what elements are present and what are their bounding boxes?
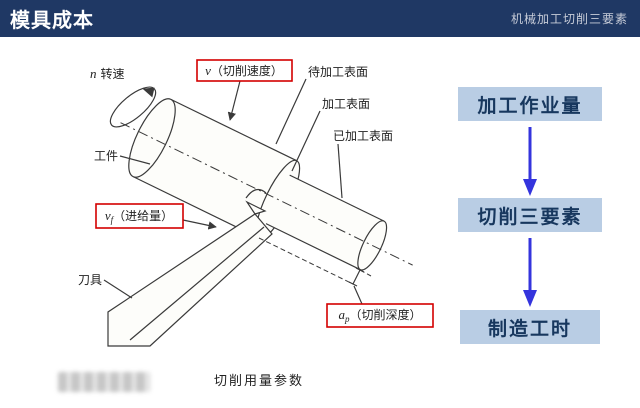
watermark	[58, 372, 150, 392]
workpiece-leader	[119, 155, 151, 165]
transient-surface-leader	[291, 110, 321, 172]
workpiece-cylinder	[120, 98, 413, 271]
tool-label: 刀具	[78, 273, 102, 287]
tool-tip	[245, 200, 267, 215]
arrow-down-icon	[523, 290, 537, 307]
cutting-tool	[107, 188, 273, 347]
pending-surface-leader	[275, 78, 307, 145]
header-subtitle: 机械加工切削三要素	[510, 12, 628, 26]
cutting-speed-label: v（切削速度）	[205, 63, 283, 78]
page-title: 模具成本	[10, 10, 94, 32]
depth-highlight-box	[326, 303, 434, 328]
arrow-down-icon	[523, 179, 537, 196]
centerline	[120, 122, 413, 266]
surface-finished-label: 已加工表面	[333, 129, 393, 143]
depth-dimension	[258, 237, 372, 305]
flow-arrow-1	[523, 127, 537, 196]
surface-transient-label: 加工表面	[322, 97, 370, 111]
cutting-speed-highlight-box	[196, 59, 293, 82]
diagram-caption: 切削用量参数	[214, 373, 304, 388]
flow-box-man-hours: 制造工时	[460, 310, 600, 344]
tool-leader	[103, 279, 133, 299]
feed-highlight-box	[95, 203, 184, 229]
workpiece-label: 工件	[94, 149, 118, 163]
finished-surface-leader	[337, 143, 343, 199]
header-bar: 模具成本 机械加工切削三要素	[0, 0, 640, 37]
speed-leader	[227, 80, 241, 121]
feed-arrow	[182, 219, 217, 230]
chip-curl	[245, 188, 267, 199]
surface-pending-label: 待加工表面	[308, 65, 368, 79]
depth-label: ap（切削深度）	[338, 307, 421, 324]
rotation-arrow	[109, 86, 157, 128]
feed-label: vf（进给量）	[105, 208, 173, 225]
flow-box-cutting-elements: 切削三要素	[458, 198, 602, 232]
flow-arrow-2	[523, 238, 537, 307]
flow-box-workload: 加工作业量	[458, 87, 602, 121]
